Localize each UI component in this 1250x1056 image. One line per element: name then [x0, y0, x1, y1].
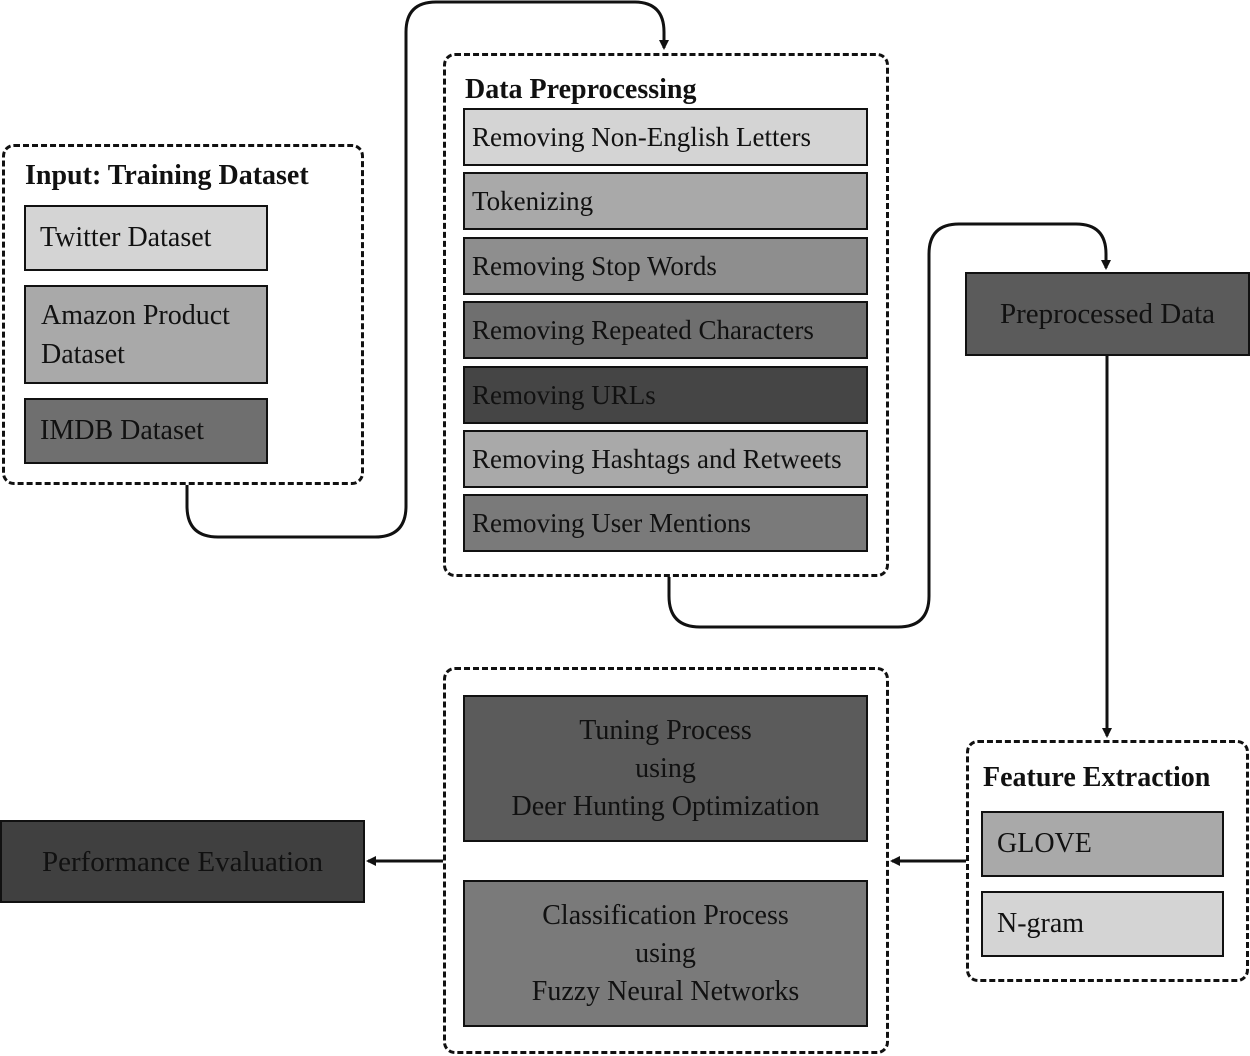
preprocessed-data-label: Preprocessed Data [1000, 298, 1215, 330]
performance-evaluation-label: Performance Evaluation [41, 845, 324, 878]
tuning-line3: Deer Hunting Optimization [511, 790, 820, 822]
imdb-dataset-box: IMDB Dataset [24, 398, 268, 464]
step-label: Removing Hashtags and Retweets [472, 444, 842, 474]
glove-box: GLOVE [981, 811, 1224, 877]
tuning-line1: Tuning Process [579, 714, 752, 746]
tuning-process-box: Tuning Process using Deer Hunting Optimi… [463, 695, 868, 842]
classification-line2: using [635, 937, 696, 969]
removing-stop-words-step: Removing Stop Words [463, 237, 868, 295]
twitter-dataset-label: Twitter Dataset [40, 222, 212, 253]
n-gram-box: N-gram [981, 891, 1224, 957]
preprocessed-data-box: Preprocessed Data [965, 272, 1250, 356]
step-label: Removing URLs [472, 380, 656, 410]
removing-user-mentions-step: Removing User Mentions [463, 494, 868, 552]
removing-urls-step: Removing URLs [463, 366, 868, 424]
glove-label: GLOVE [997, 828, 1092, 859]
imdb-dataset-label: IMDB Dataset [40, 415, 205, 446]
twitter-dataset-box: Twitter Dataset [24, 205, 268, 271]
removing-repeated-characters-step: Removing Repeated Characters [463, 301, 868, 359]
arrow-preprocessing-to-preprocessed-data [667, 222, 1111, 629]
tokenizing-step: Tokenizing [463, 172, 868, 230]
classification-line3: Fuzzy Neural Networks [531, 975, 800, 1007]
n-gram-label: N-gram [997, 908, 1085, 939]
step-label: Removing Non-English Letters [472, 122, 811, 152]
removing-non-english-letters-step: Removing Non-English Letters [463, 108, 868, 166]
tuning-line2: using [635, 752, 696, 784]
classification-process-box: Classification Process using Fuzzy Neura… [463, 880, 868, 1027]
step-label: Removing User Mentions [472, 508, 751, 538]
arrow-input-to-preprocessing [185, 0, 669, 539]
input-group-title: Input: Training Dataset [25, 160, 309, 191]
amazon-dataset-line1: Amazon Product [41, 299, 230, 331]
amazon-dataset-line2: Dataset [41, 338, 125, 370]
feature-group-title: Feature Extraction [983, 762, 1211, 793]
classification-line1: Classification Process [542, 899, 789, 931]
preprocessing-group-title: Data Preprocessing [465, 74, 697, 105]
amazon-product-dataset-box: Amazon Product Dataset [24, 285, 268, 384]
step-label: Tokenizing [472, 186, 594, 216]
removing-hashtags-retweets-step: Removing Hashtags and Retweets [463, 430, 868, 488]
performance-evaluation-box: Performance Evaluation [0, 820, 365, 903]
step-label: Removing Repeated Characters [472, 315, 814, 345]
step-label: Removing Stop Words [472, 251, 717, 281]
